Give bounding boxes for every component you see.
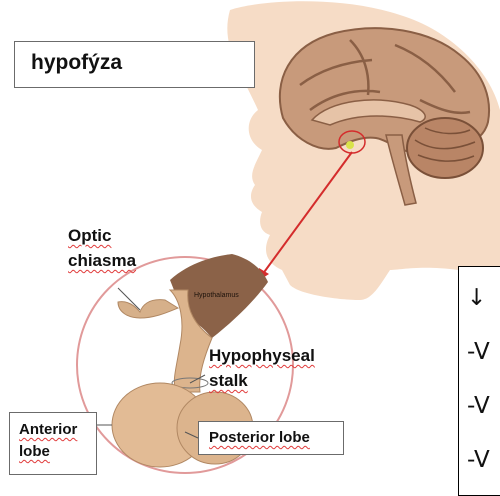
- optic-label-line1: Optic: [68, 223, 136, 248]
- posterior-lobe-label: Posterior lobe: [198, 421, 344, 455]
- posterior-label-text: Posterior lobe: [209, 429, 310, 446]
- title-box: hypofýza: [14, 41, 255, 88]
- stalk-label-line2: stalk: [209, 368, 315, 393]
- anterior-label-line1: Anterior: [19, 419, 96, 441]
- panel-item-1: -V: [467, 339, 490, 365]
- hypothalamus-label: Hypothalamus: [194, 292, 239, 299]
- optic-chiasma-label: Optic chiasma: [68, 223, 136, 273]
- anterior-label-line2: lobe: [19, 441, 96, 463]
- side-text-panel: ↓ -V -V -V: [458, 266, 500, 496]
- title-text: hypofýza: [31, 51, 122, 74]
- optic-chiasma: [118, 300, 178, 318]
- optic-label-line2: chiasma: [68, 248, 136, 273]
- arrow-down-icon: ↓: [467, 285, 486, 311]
- anterior-lobe-label: Anterior lobe: [9, 412, 97, 475]
- panel-item-3: -V: [467, 447, 490, 473]
- panel-item-2: -V: [467, 393, 490, 419]
- stalk-label-line1: Hypophyseal: [209, 343, 315, 368]
- hypophyseal-stalk-label: Hypophyseal stalk: [209, 343, 315, 393]
